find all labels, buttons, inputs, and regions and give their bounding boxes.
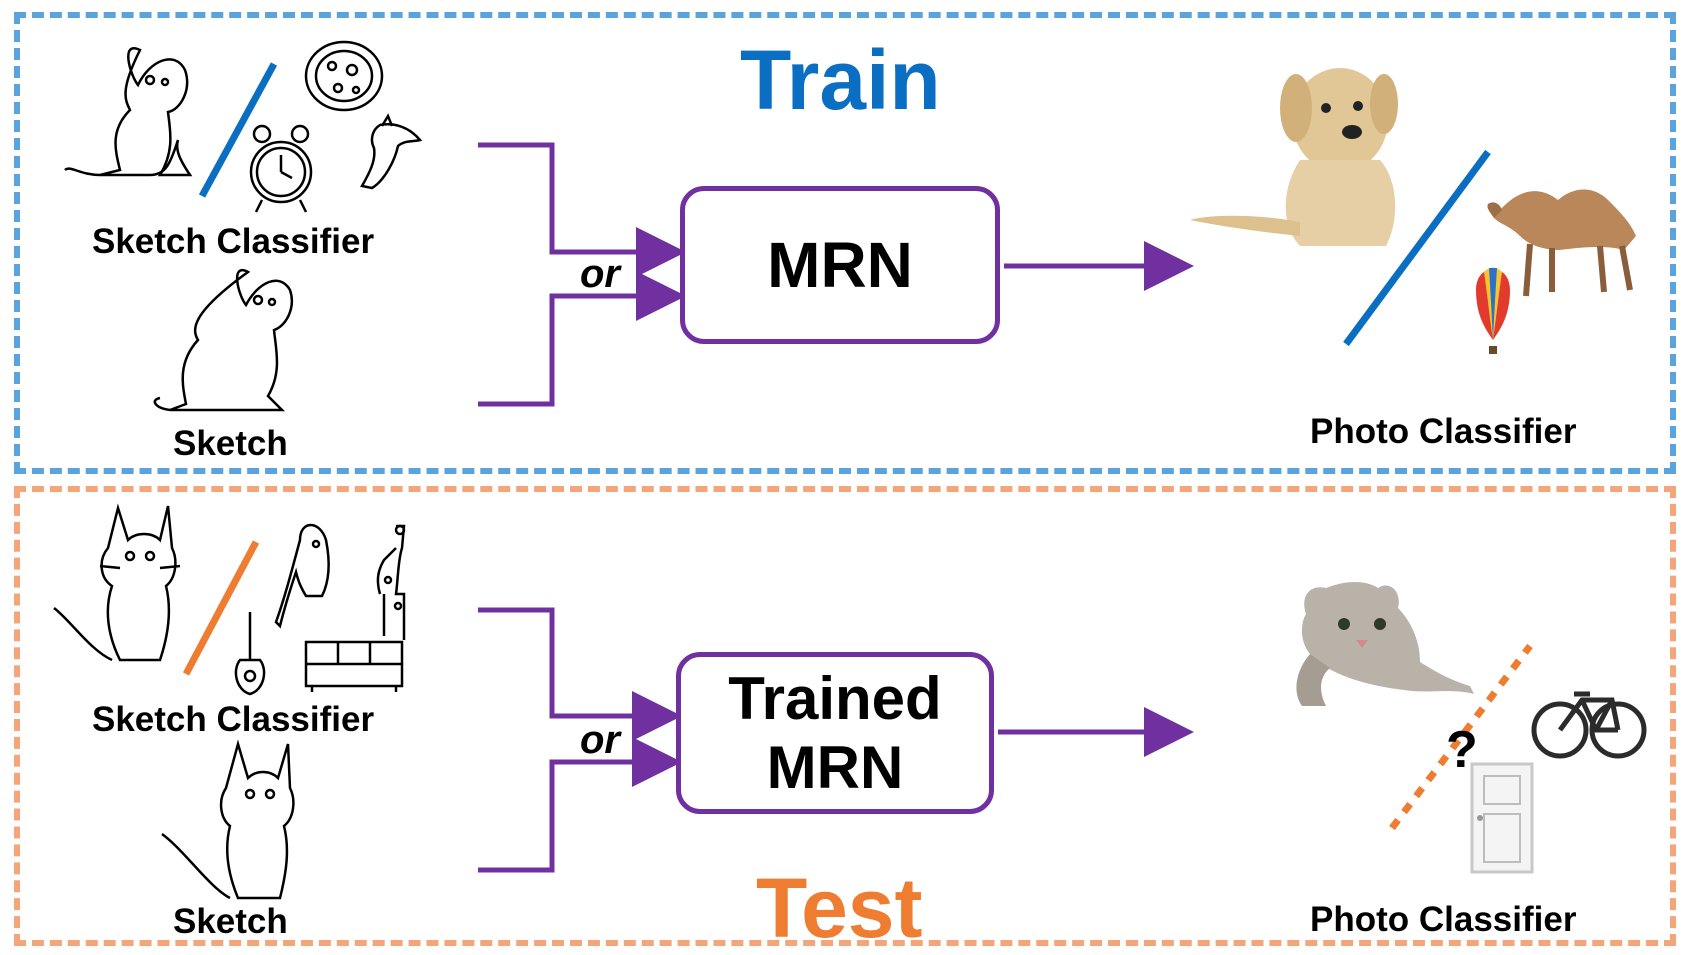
train-sketch-divider [198, 62, 278, 198]
train-sketch-label: Sketch [173, 424, 288, 463]
trained-mrn-line2: MRN [766, 734, 904, 801]
train-mrn-label: MRN [767, 229, 913, 301]
sketch-clock-icon [249, 124, 313, 213]
test-sketch-label: Sketch [173, 902, 288, 941]
train-sketch-classifier-label: Sketch Classifier [92, 222, 375, 261]
photo-door-icon [1470, 762, 1534, 874]
sketch-dog-icon [64, 47, 193, 177]
test-or-label: or [580, 718, 620, 762]
train-title: Train [740, 33, 941, 127]
sketch-pizza-icon [304, 40, 384, 112]
unknown-class-mark: ? [1446, 721, 1478, 779]
sketch-horse-icon [360, 113, 423, 190]
trained-mrn-line1: Trained [728, 665, 942, 732]
test-photo-classifier-label: Photo Classifier [1310, 900, 1577, 939]
photo-bicycle-icon [1531, 691, 1647, 759]
photo-dog-icon [1190, 68, 1398, 246]
train-or-label: or [580, 252, 620, 296]
sketch-guitar-icon [234, 612, 266, 696]
test-connectors [478, 607, 1194, 873]
test-title: Test [756, 861, 923, 955]
test-sketch-divider [182, 540, 260, 676]
sketch-giraffe-icon [376, 524, 406, 640]
test-panel [14, 486, 1676, 946]
sketch-elephant-icon [274, 523, 330, 629]
train-photo-divider [1343, 149, 1491, 347]
train-mrn-box: MRN [680, 186, 1000, 344]
photo-cat-icon [1296, 582, 1474, 706]
sketch-cat-icon [161, 739, 295, 900]
photo-camel-icon [1487, 189, 1636, 297]
test-sketch-classifier-label: Sketch Classifier [92, 700, 375, 739]
train-connectors [478, 142, 1194, 407]
photo-balloon-icon [1476, 267, 1510, 354]
train-panel [14, 12, 1676, 474]
sketch-cat-icon [53, 503, 181, 662]
sketch-dog-icon [153, 268, 293, 412]
train-photo-classifier-label: Photo Classifier [1310, 412, 1577, 451]
sketch-sofa-icon [304, 640, 404, 692]
trained-mrn-box: Trained MRN [676, 652, 994, 814]
